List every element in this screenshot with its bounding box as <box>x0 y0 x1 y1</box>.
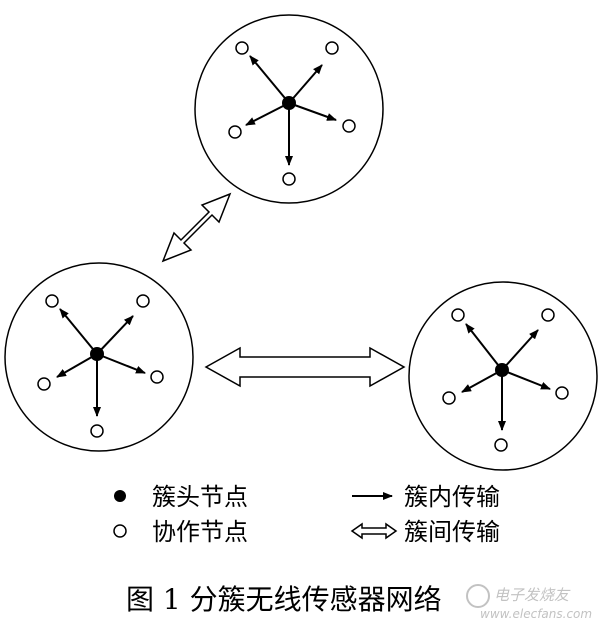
intra-arrow <box>59 308 98 355</box>
watermark: 电子发烧友 www.elecfans.com <box>466 584 592 621</box>
cooperative-node <box>325 41 339 55</box>
intra-arrow <box>245 102 290 126</box>
cooperative-node <box>45 294 59 308</box>
cooperative-node <box>136 294 150 308</box>
cooperative-node <box>342 119 356 133</box>
cooperative-node <box>235 41 249 55</box>
intra-arrow <box>96 315 134 355</box>
intra-arrow <box>56 353 98 378</box>
cooperative-node <box>37 377 51 391</box>
cluster-head-node <box>495 363 509 377</box>
intra-arrow <box>96 353 146 374</box>
legend-cooperative-node-label: 协作节点 <box>152 518 248 546</box>
inter-cluster-arrow-horizontal <box>204 346 406 388</box>
legend-inter-arrow-symbol <box>350 522 398 540</box>
top-cluster <box>194 14 384 204</box>
cluster-head-node <box>90 347 104 361</box>
cooperative-node <box>541 308 555 322</box>
cooperative-node <box>442 391 456 405</box>
intra-arrow <box>249 55 290 104</box>
cluster-head-node <box>282 96 296 110</box>
intra-arrow <box>501 329 539 371</box>
cooperative-node <box>494 438 508 452</box>
intra-arrow <box>288 102 337 121</box>
cooperative-node <box>282 172 296 186</box>
cluster-boundary <box>408 281 598 471</box>
watermark-text: 电子发烧友 <box>494 586 571 604</box>
intra-arrow <box>501 369 551 390</box>
cooperative-node <box>150 370 164 384</box>
cooperative-node <box>90 424 104 438</box>
legend-intra-cluster-label: 簇内传输 <box>404 483 500 511</box>
legend-cluster-head-symbol <box>114 490 126 502</box>
watermark-url: www.elecfans.com <box>480 607 592 621</box>
watermark-logo-icon <box>466 584 490 608</box>
legend-cooperative-node-symbol <box>113 524 127 538</box>
cooperative-node <box>555 386 569 400</box>
cluster-boundary <box>4 262 194 452</box>
cluster-boundary <box>194 14 384 204</box>
intra-arrow <box>461 369 503 393</box>
intra-arrow <box>465 323 503 371</box>
right-cluster <box>408 281 598 471</box>
legend-inter-cluster-label: 簇间传输 <box>404 518 500 546</box>
legend: 簇头节点 协作节点 簇内传输 簇间传输 <box>113 483 500 546</box>
intra-arrow <box>288 64 323 104</box>
cooperative-node <box>228 125 242 139</box>
inter-cluster-arrow-diagonal <box>161 192 232 263</box>
cooperative-node <box>451 308 465 322</box>
left-cluster <box>4 262 194 452</box>
legend-cluster-head-label: 簇头节点 <box>152 483 248 511</box>
figure-caption: 图 1 分簇无线传感器网络 <box>126 583 442 616</box>
